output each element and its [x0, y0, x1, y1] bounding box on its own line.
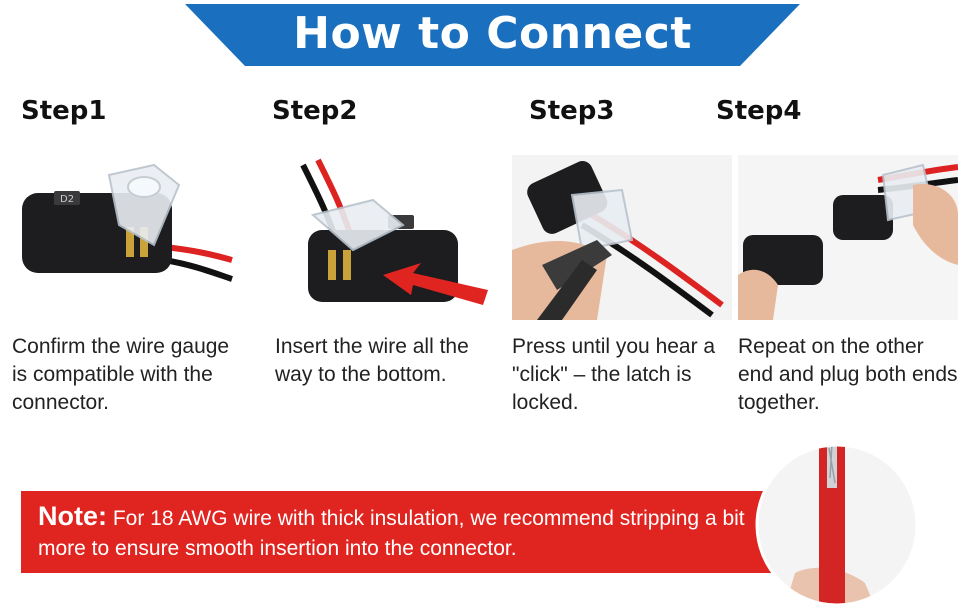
note-body: For 18 AWG wire with thick insulation, w…: [38, 507, 745, 560]
note-label: Note:: [38, 501, 107, 531]
step1-connector-image: D2: [22, 163, 233, 282]
step1-text: Confirm the wire gauge is compatible wit…: [12, 335, 230, 414]
wire-closeup-image: [755, 443, 919, 607]
title-banner: How to Connect: [185, 4, 800, 66]
banner-shape: [185, 4, 800, 66]
note-bar: Note: For 18 AWG wire with thick insulat…: [21, 491, 861, 573]
step4-title: Step4: [716, 96, 802, 126]
step2-text: Insert the wire all the way to the botto…: [275, 335, 469, 386]
connector-label: D2: [60, 194, 74, 205]
step1-title: Step1: [21, 96, 107, 126]
step3-press-image: [512, 155, 732, 320]
step3-title: Step3: [529, 96, 615, 126]
note-text-block: Note: For 18 AWG wire with thick insulat…: [38, 501, 778, 564]
page-title: How to Connect: [293, 8, 692, 59]
step3-text: Press until you hear a "click" – the lat…: [512, 335, 716, 414]
step4-plug-image: [738, 155, 958, 320]
step2-title: Step2: [272, 96, 358, 126]
step4-text: Repeat on the other end and plug both en…: [738, 335, 958, 414]
step2-insert-image: [300, 158, 488, 305]
